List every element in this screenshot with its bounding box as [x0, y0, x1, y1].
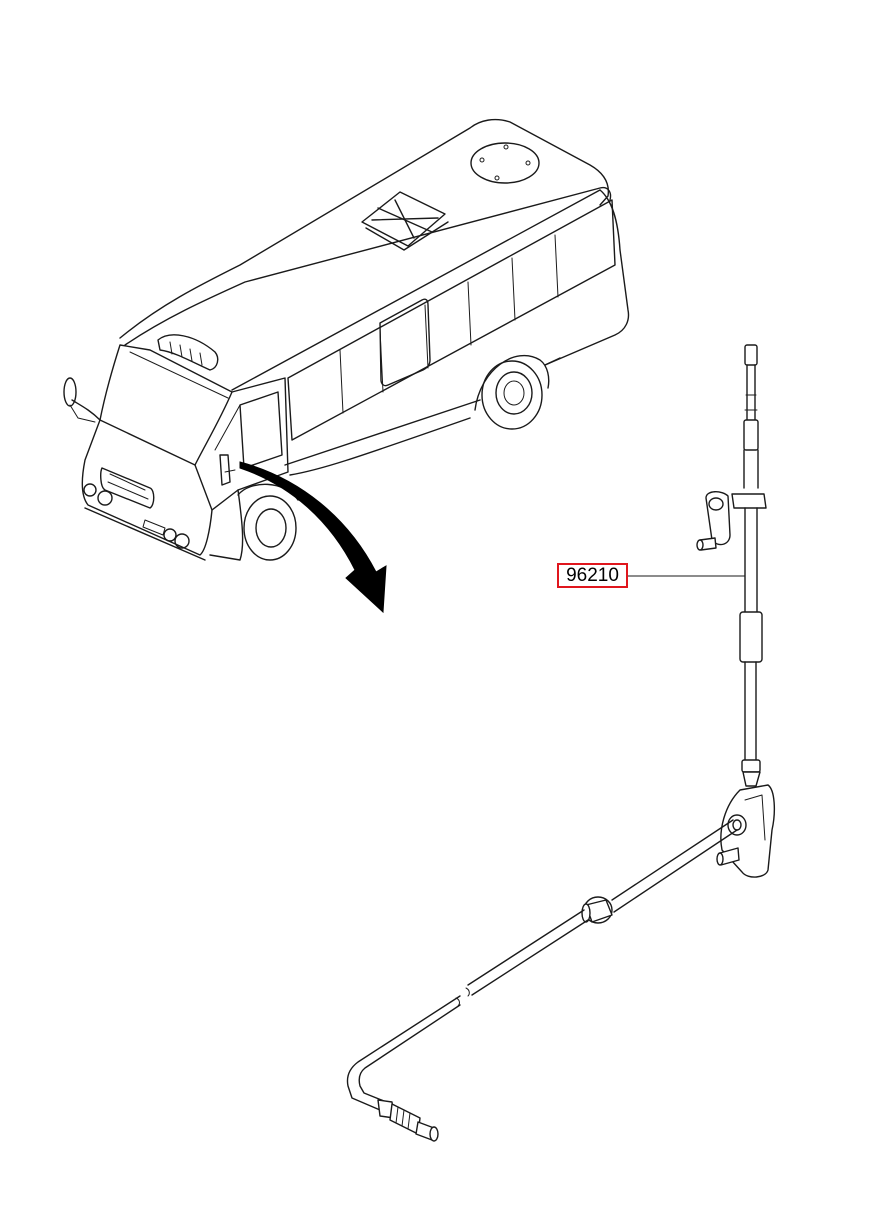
location-arrow [239, 461, 387, 614]
minibus-illustration [63, 118, 630, 561]
part-number-callout[interactable]: 96210 [557, 563, 628, 588]
antenna-assembly [346, 344, 776, 1142]
